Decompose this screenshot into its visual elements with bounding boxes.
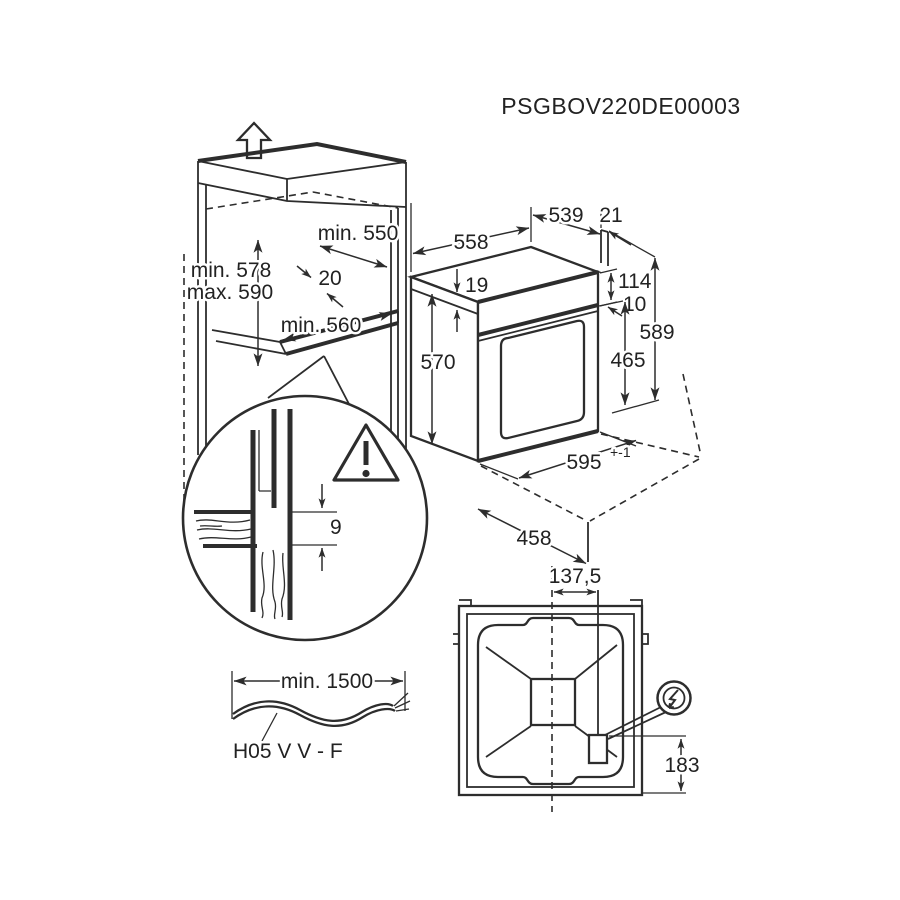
cabinet-left-panel bbox=[197, 183, 207, 455]
total-height-label: 589 bbox=[639, 321, 674, 344]
rear-inner-frame bbox=[466, 613, 635, 788]
wood-grain-texture bbox=[195, 519, 286, 620]
panel-gap-label: 10 bbox=[623, 293, 646, 316]
warning-triangle-icon bbox=[332, 423, 400, 482]
front-width-tolerance-label: +-1 bbox=[610, 444, 631, 460]
front-gap-label: 20 bbox=[318, 267, 341, 290]
cable-type-label: H05 V V - F bbox=[233, 740, 343, 763]
oven-drawing: 558 539 21 19 114 10 589 570 465 595 +-1… bbox=[407, 202, 702, 565]
detail-circle bbox=[181, 394, 429, 642]
oven-rear-offset-label: 21 bbox=[599, 204, 622, 227]
cavity-depth-label: min. 550 bbox=[318, 222, 399, 245]
oven-rear-depth-label: 539 bbox=[548, 204, 583, 227]
niche-height-max-label: max. 590 bbox=[187, 281, 273, 304]
oven-door-window bbox=[499, 319, 586, 440]
conduit-height-label: 183 bbox=[664, 754, 699, 777]
niche-height-min-label: min. 578 bbox=[191, 259, 272, 282]
page-title: PSGBOV220DE00003 bbox=[501, 93, 740, 119]
junction-box bbox=[587, 733, 609, 765]
rear-view-drawing: 137,5 183 bbox=[453, 563, 702, 812]
cabinet-drawing: min. 550 min. 578 max. 590 20 min. 560 bbox=[183, 121, 407, 517]
flange-overlap-label: 9 bbox=[330, 516, 342, 539]
mains-cable bbox=[232, 692, 411, 728]
cavity-width-label: min. 560 bbox=[281, 314, 362, 337]
oven-back-trim bbox=[600, 229, 609, 266]
cable-min-length-label: min. 1500 bbox=[281, 670, 373, 693]
rear-panel bbox=[476, 616, 625, 786]
plinth-depth-label: 458 bbox=[516, 527, 551, 550]
rear-center-plate bbox=[529, 677, 577, 727]
door-height-label: 465 bbox=[610, 349, 645, 372]
rear-outer-frame bbox=[457, 604, 644, 797]
lightning-bolt-icon bbox=[656, 680, 692, 716]
oven-top-depth-label: 558 bbox=[453, 231, 488, 254]
detail-callout-lines bbox=[267, 355, 350, 405]
power-cable-drawing: min. 1500 H05 V V - F bbox=[231, 668, 411, 766]
conduit-offset-label: 137,5 bbox=[549, 565, 602, 588]
oven-front-face bbox=[476, 270, 600, 463]
control-panel-height-label: 114 bbox=[618, 270, 652, 293]
up-arrow-icon bbox=[235, 121, 273, 160]
mounting-detail-callout: 9 bbox=[181, 394, 429, 642]
front-width-label: 595 bbox=[566, 451, 601, 474]
oven-top-thickness-label: 19 bbox=[465, 274, 488, 297]
body-height-label: 570 bbox=[420, 351, 455, 374]
